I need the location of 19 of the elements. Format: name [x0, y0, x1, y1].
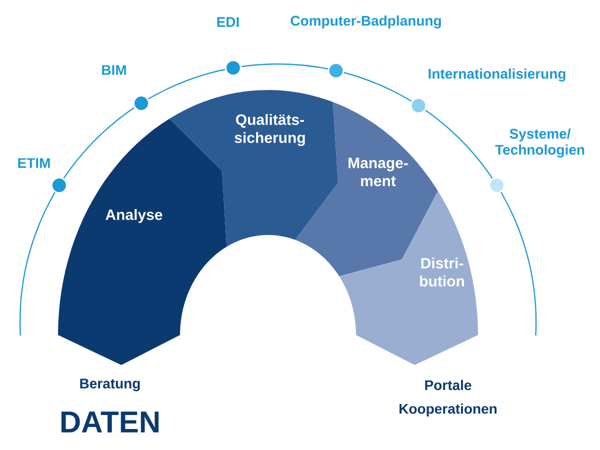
caption-text: DATEN	[61, 412, 159, 432]
dot-label: Computer-Badplanung	[290, 15, 441, 29]
dot	[488, 177, 506, 194]
dot-label: EDI	[217, 17, 239, 27]
dot	[328, 62, 344, 79]
dot-label: Systeme/ Technologien	[495, 128, 584, 158]
dot-label: Internationalisierung	[428, 68, 566, 82]
dot-label: BIM	[102, 65, 126, 75]
segment-band: Analyse	[58, 118, 227, 365]
dot	[50, 177, 68, 194]
dot	[133, 94, 150, 112]
dot	[224, 60, 242, 76]
caption-text: Portale	[425, 380, 472, 390]
caption-text: Beratung	[80, 378, 140, 392]
segment-band: Qualitäts- sicherung	[169, 90, 338, 247]
segment-band: Distri- bution	[339, 191, 478, 365]
dot	[410, 97, 427, 114]
dot-label: ETIM	[18, 158, 50, 168]
caption-text: Kooperationen	[400, 403, 497, 417]
